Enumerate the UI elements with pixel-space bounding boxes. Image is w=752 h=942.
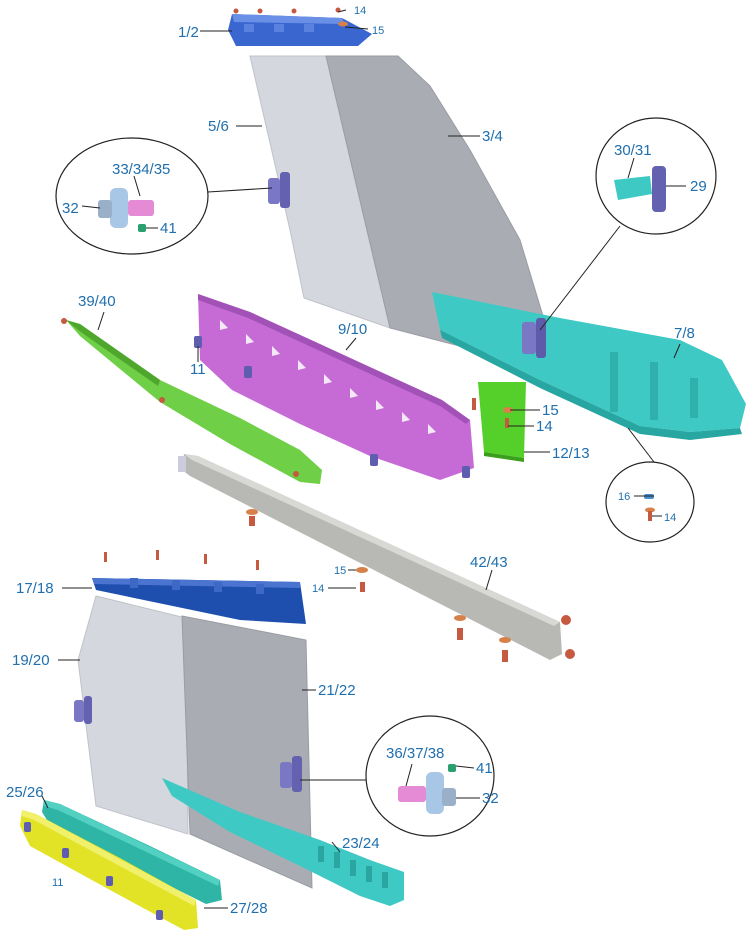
label-23-24: 23/24 [342, 835, 380, 852]
label-14-circle: 14 [664, 512, 676, 524]
label-32-top: 32 [62, 200, 79, 217]
label-16: 16 [618, 491, 630, 503]
label-19-20: 19/20 [12, 652, 50, 669]
green-bracket-part-12-13 [472, 382, 526, 462]
label-14-top: 14 [354, 5, 366, 17]
glass-panel-3-4 [325, 55, 561, 373]
cyan-rail-part-23-24 [162, 778, 404, 906]
detail-circle-screws [605, 427, 695, 543]
label-41-top: 41 [160, 220, 177, 237]
label-33-34-35: 33/34/35 [112, 161, 170, 178]
magenta-rail-clips [194, 336, 470, 478]
latch-lower-left [74, 696, 92, 724]
teal-rail-part-25-26 [42, 800, 222, 904]
label-14-mid: 14 [536, 418, 553, 435]
latch-cyan-rail [522, 318, 546, 358]
label-9-10: 9/10 [338, 321, 367, 338]
detail-circle-rail-latch [539, 117, 717, 331]
magenta-rail-part-9-10 [198, 294, 474, 480]
label-15-mid: 15 [542, 402, 559, 419]
green-rail-part-39-40 [61, 318, 322, 484]
detail-circle-latch-upper [55, 137, 273, 255]
label-39-40: 39/40 [78, 293, 116, 310]
top-rail-screws [233, 7, 348, 27]
label-11-mid: 11 [190, 361, 206, 378]
label-36-37-38: 36/37/38 [386, 745, 444, 762]
label-30-31: 30/31 [614, 142, 652, 159]
label-42-43: 42/43 [470, 554, 508, 571]
label-15-top: 15 [372, 25, 384, 37]
yellow-rail-clips [24, 822, 163, 920]
label-1-2: 1/2 [178, 24, 199, 41]
grey-track-part-42-43 [178, 454, 562, 660]
label-5-6: 5/6 [208, 118, 229, 135]
track-screws [246, 509, 575, 662]
yellow-rail-part-27-28 [20, 810, 198, 930]
label-7-8: 7/8 [674, 325, 695, 342]
cyan-rail-part-7-8 [432, 292, 746, 440]
label-15-lower: 15 [334, 565, 346, 577]
label-17-18: 17/18 [16, 580, 54, 597]
label-21-22: 21/22 [318, 682, 356, 699]
top-rail-part-1-2 [228, 14, 372, 46]
label-11-bottom: 11 [52, 877, 63, 889]
label-29: 29 [690, 178, 707, 195]
latch-lower-right [280, 756, 302, 792]
label-25-26: 25/26 [6, 784, 44, 801]
top-rail-part-17-18 [92, 578, 306, 624]
label-41-bottom: 41 [476, 760, 493, 777]
label-32-bottom: 32 [482, 790, 499, 807]
label-27-28: 27/28 [230, 900, 268, 917]
label-14-lower: 14 [312, 583, 324, 595]
leader-lines [41, 9, 686, 909]
glass-panel-19-20 [77, 595, 189, 835]
label-3-4: 3/4 [482, 128, 503, 145]
label-12-13: 12/13 [552, 445, 590, 462]
latch-upper [268, 172, 290, 208]
detail-circle-latch-lower [300, 715, 495, 837]
lower-top-rail-screws [104, 550, 368, 592]
